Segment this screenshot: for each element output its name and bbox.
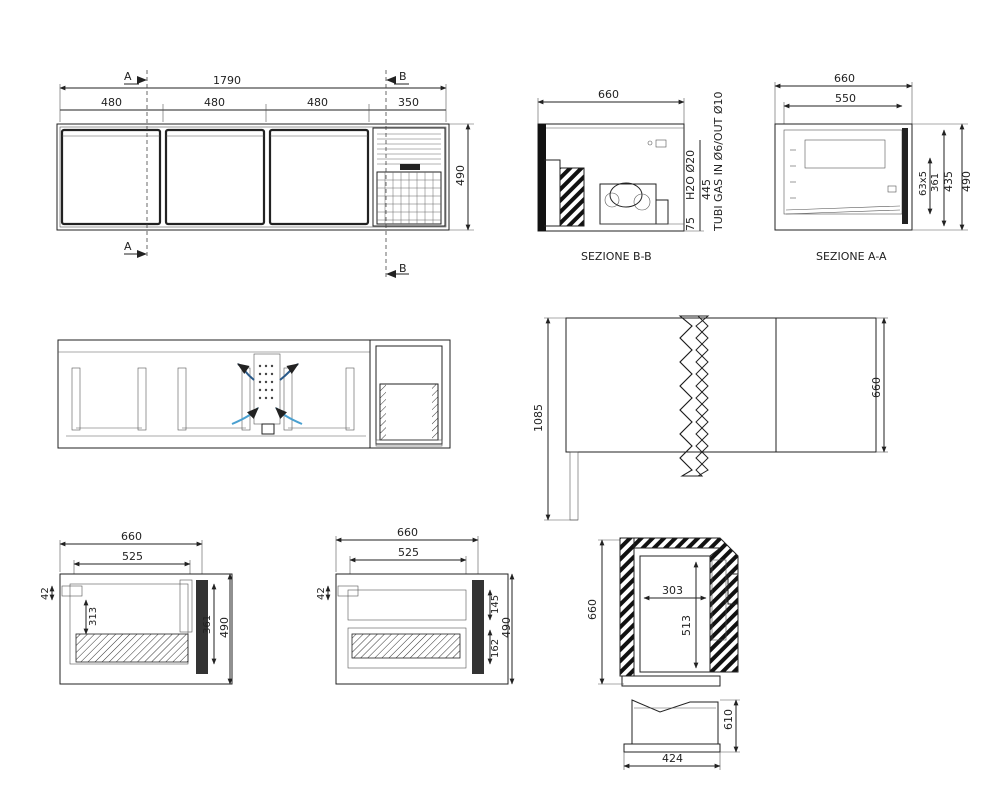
dim-plan-depth: 1085 bbox=[532, 404, 545, 432]
dim-right-inner-width: 303 bbox=[662, 584, 683, 597]
dim-left-361: 361 bbox=[202, 615, 213, 634]
section-marker-a-top: A bbox=[124, 70, 132, 83]
dim-right-height: 660 bbox=[586, 599, 599, 620]
section-marker-b-bottom: B bbox=[399, 262, 407, 275]
section-bb-title: SEZIONE B-B bbox=[581, 250, 652, 263]
dim-aa-width-outer: 660 bbox=[834, 72, 855, 85]
dim-middle-145: 145 bbox=[490, 595, 501, 614]
dim-left-490: 490 bbox=[218, 617, 231, 638]
dim-aa-435: 435 bbox=[942, 171, 955, 192]
dim-right-inner-height: 513 bbox=[680, 615, 693, 636]
dim-module-2: 480 bbox=[204, 96, 225, 109]
dim-aa-width-inner: 550 bbox=[835, 92, 856, 105]
dim-overall-width: 1790 bbox=[213, 74, 241, 87]
section-aa-title: SEZIONE A-A bbox=[816, 250, 887, 263]
section-aa: 660 550 63x5 361 435 490 SEZIONE A-A bbox=[774, 72, 973, 263]
dim-middle-490: 490 bbox=[500, 617, 513, 638]
dim-module-3: 480 bbox=[307, 96, 328, 109]
dim-left-width-outer: 660 bbox=[121, 530, 142, 543]
bb-pipe-note-h2o: H2O Ø20 bbox=[684, 150, 697, 200]
front-view: 1790 480 480 480 350 bbox=[56, 70, 474, 278]
dim-middle-42: 42 bbox=[316, 587, 327, 600]
dim-left-42: 42 bbox=[40, 587, 51, 600]
bb-dim-445: 445 bbox=[700, 179, 713, 200]
dim-middle-width-outer: 660 bbox=[397, 526, 418, 539]
dim-right-drawer-width: 424 bbox=[662, 752, 683, 765]
dim-aa-490: 490 bbox=[960, 171, 973, 192]
dim-left-width-inner: 525 bbox=[122, 550, 143, 563]
dim-plan-width: 660 bbox=[870, 377, 883, 398]
section-marker-b-top: B bbox=[399, 70, 407, 83]
dim-front-height: 490 bbox=[454, 165, 467, 186]
bb-pipe-note-gas: TUBI GAS IN Ø6/OUT Ø10 bbox=[712, 92, 725, 233]
dim-module-1: 480 bbox=[101, 96, 122, 109]
dim-bb-width: 660 bbox=[598, 88, 619, 101]
section-bb: 660 H2O Ø20 445 75 TUBI GAS IN Ø6/OUT Ø1… bbox=[537, 88, 725, 263]
dim-middle-162: 162 bbox=[490, 639, 501, 658]
dim-module-4: 350 bbox=[398, 96, 419, 109]
plan-view-interior bbox=[57, 339, 451, 449]
detail-right: 660 303 513 610 424 bbox=[586, 537, 740, 770]
dim-aa-63x5: 63x5 bbox=[918, 171, 929, 196]
dim-right-drawer-height: 610 bbox=[722, 709, 735, 730]
bb-dim-75: 75 bbox=[684, 217, 697, 231]
detail-middle: 660 525 42 145 162 490 bbox=[316, 526, 515, 685]
detail-left: 660 525 42 313 361 490 bbox=[40, 530, 233, 685]
top-plan: 1085 660 bbox=[532, 315, 888, 521]
dim-aa-361: 361 bbox=[930, 173, 941, 192]
section-marker-a-bottom: A bbox=[124, 240, 132, 253]
dim-middle-width-inner: 525 bbox=[398, 546, 419, 559]
dim-left-313: 313 bbox=[88, 607, 99, 626]
